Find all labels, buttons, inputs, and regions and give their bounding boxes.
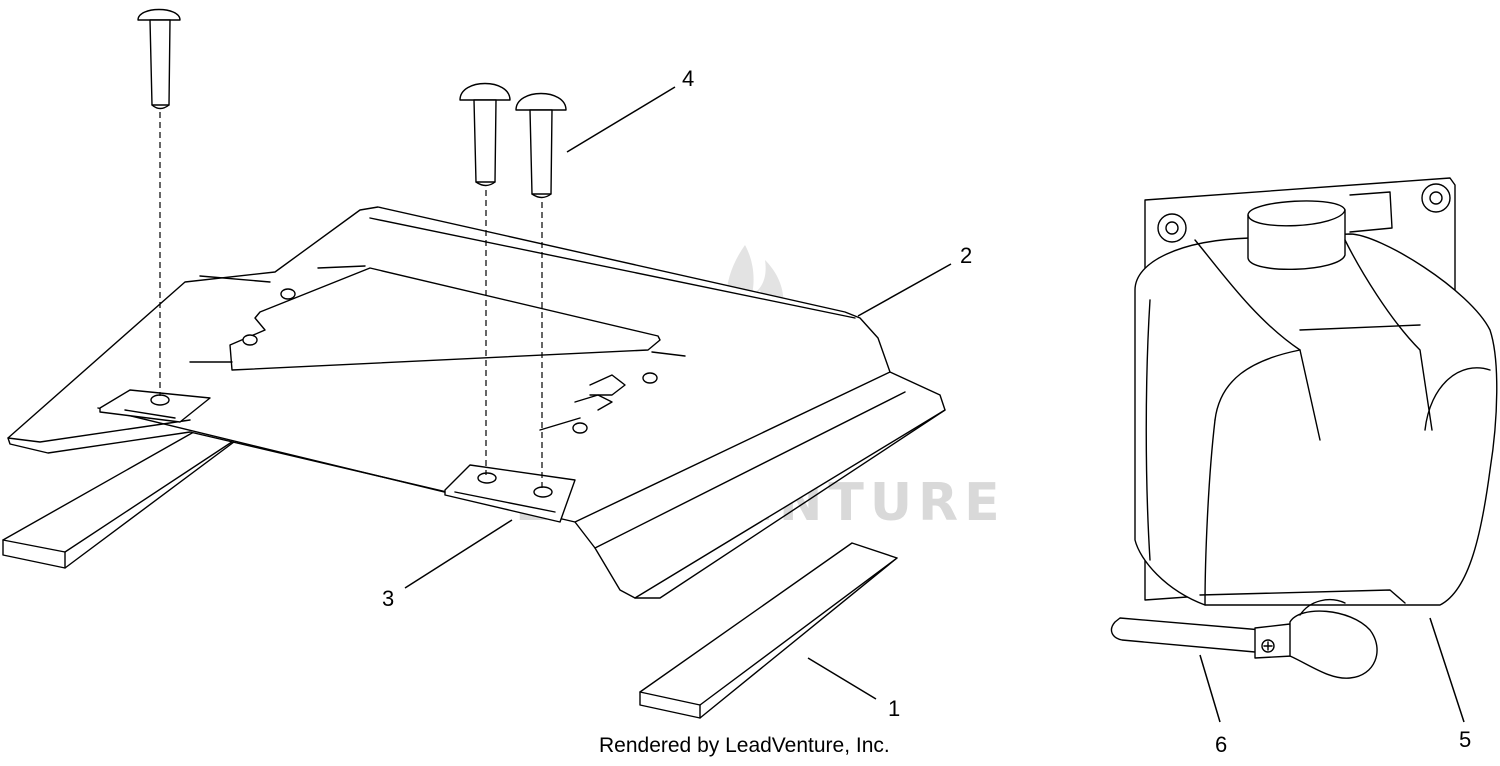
- part-1-bar-left: [2, 419, 251, 569]
- part-3-nut-strip-left: [99, 389, 211, 423]
- callout-1: 1: [888, 696, 900, 721]
- part-1-bar: [639, 542, 898, 719]
- callout-5: 5: [1459, 727, 1471, 752]
- leader-4: [566, 86, 676, 153]
- part-4-screw-mid: [459, 82, 511, 187]
- callout-3: 3: [382, 586, 394, 611]
- leader-5: [1429, 617, 1465, 723]
- part-5-reservoir-tank: [1134, 177, 1498, 606]
- part-4-screw-right: [515, 92, 567, 199]
- assembly-lines: [159, 112, 543, 490]
- credit-text: Rendered by LeadVenture, Inc.: [599, 734, 890, 757]
- leader-3: [404, 519, 513, 589]
- part-3-nut-strip-right: [444, 464, 576, 523]
- part-2-mount-plate: [7, 206, 946, 599]
- part-4-screw-left: [137, 8, 181, 110]
- leader-1: [807, 657, 877, 700]
- callouts: 1 2 3 4 5 6: [382, 66, 1471, 757]
- part-6-hose: [1110, 599, 1378, 679]
- leader-2: [857, 263, 952, 317]
- callout-4: 4: [682, 66, 694, 91]
- callout-2: 2: [960, 243, 972, 268]
- leader-lines: [404, 86, 1465, 723]
- callout-6: 6: [1215, 732, 1227, 757]
- leader-6: [1199, 654, 1221, 723]
